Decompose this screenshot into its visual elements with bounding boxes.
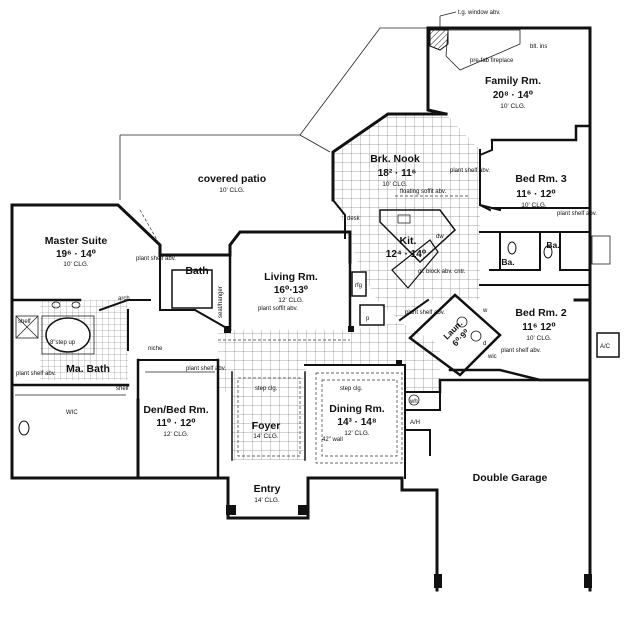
note-rfg: rfg bbox=[355, 283, 362, 289]
note-wh: wh bbox=[409, 399, 418, 405]
note-wic: WIC bbox=[66, 410, 78, 416]
note-plant-shelf-bed3: plant shelf abv. bbox=[557, 211, 597, 217]
note-blt-ins: blt. ins bbox=[530, 44, 547, 50]
note-p: p bbox=[366, 316, 370, 322]
tiled-floors bbox=[40, 114, 480, 460]
nook-name: Brk. Nook bbox=[370, 153, 420, 165]
note-plant-shelf-nook: plant shelf abv. bbox=[450, 168, 490, 174]
bed3-name: Bed Rm. 3 bbox=[515, 173, 567, 185]
tub bbox=[45, 317, 91, 353]
living-name: Living Rm. bbox=[264, 271, 318, 283]
ba2-name: Ba. bbox=[546, 240, 559, 250]
note-prefab-fireplace: pre-fab fireplace bbox=[470, 58, 514, 64]
note-floating-soffit: floating soffit abv. bbox=[400, 189, 446, 195]
entry-name: Entry bbox=[254, 483, 281, 495]
note-desk: desk bbox=[347, 216, 361, 222]
master-ceiling: 10' CLG. bbox=[63, 261, 89, 268]
patio-ceiling: 10' CLG. bbox=[219, 187, 245, 194]
note-plant-shelf-bed2: plant shelf abv. bbox=[501, 348, 541, 354]
bed3-dims: 11⁶ · 12⁰ bbox=[516, 189, 556, 200]
note-w: w bbox=[482, 308, 488, 314]
note-42-wall: 42" wall bbox=[322, 437, 343, 443]
bed2-name: Bed Rm. 2 bbox=[515, 307, 567, 319]
nook-kitchen-tile bbox=[333, 114, 480, 320]
nook-dims: 18² · 11⁶ bbox=[378, 168, 417, 179]
patio-name: covered patio bbox=[198, 173, 266, 185]
toilet bbox=[507, 241, 517, 255]
kit-name: Kit. bbox=[400, 235, 417, 247]
foyer-tile bbox=[232, 372, 305, 460]
note-step-up: 8"step up bbox=[50, 340, 76, 346]
fixtures bbox=[15, 29, 611, 436]
nook-ceiling: 10' CLG. bbox=[382, 181, 408, 188]
foyer-name: Foyer bbox=[252, 420, 281, 432]
living-ceiling: 12' CLG. bbox=[278, 297, 304, 304]
bed2-ceiling: 10' CLG. bbox=[526, 335, 552, 342]
note-plant-shelf-kit: plant shelf abv. bbox=[405, 310, 445, 316]
note-shelf-mabath: shelf bbox=[116, 386, 129, 392]
note-niche: niche bbox=[148, 346, 163, 352]
bath-name: Bath bbox=[185, 265, 208, 277]
dining-ceiling: 12' CLG. bbox=[344, 430, 370, 437]
toilet bbox=[543, 245, 553, 259]
note-plant-shelf-mabath: plant shelf abv. bbox=[16, 371, 56, 377]
living-dims: 16⁰·13⁰ bbox=[274, 285, 308, 296]
note-d: d bbox=[483, 341, 486, 347]
covered-patio bbox=[119, 27, 430, 200]
master-dims: 19⁶ · 14⁰ bbox=[56, 249, 96, 260]
ba1-name: Ba. bbox=[501, 257, 514, 267]
note-step-clg-foyer: step clg. bbox=[255, 386, 278, 392]
note-dw: dw bbox=[436, 234, 444, 240]
toilet bbox=[18, 420, 30, 436]
master-name: Master Suite bbox=[45, 235, 108, 247]
family-name: Family Rm. bbox=[485, 75, 541, 87]
gallery-tile bbox=[218, 322, 440, 392]
den-dims: 11⁰ · 12⁰ bbox=[156, 418, 195, 429]
dining-dims: 14³ · 14⁸ bbox=[337, 417, 376, 428]
note-plant-soffit: plant soffit abv. bbox=[258, 306, 298, 312]
exterior-walls bbox=[10, 26, 592, 592]
note-seat-hanger: seat/hanger bbox=[218, 286, 224, 318]
den-ceiling: 12' CLG. bbox=[163, 431, 189, 438]
note-step-clg-dining: step clg. bbox=[340, 386, 363, 392]
ma-bath-name: Ma. Bath bbox=[66, 363, 110, 375]
foyer-ceiling: 14' CLG. bbox=[253, 433, 279, 440]
note-wic-laun: wic bbox=[487, 354, 497, 360]
interior-walls bbox=[10, 124, 620, 480]
dining-name: Dining Rm. bbox=[329, 403, 384, 415]
den-name: Den/Bed Rm. bbox=[143, 404, 208, 416]
note-tg-window: t.g. window abv. bbox=[458, 10, 501, 16]
note-plant-shelf-master: plant shelf abv. bbox=[136, 256, 176, 262]
kit-dims: 12⁴ · 14⁰ bbox=[386, 249, 426, 260]
soffit-lines bbox=[139, 195, 470, 464]
family-ceiling: 10' CLG. bbox=[500, 103, 526, 110]
family-dims: 20⁸ · 14⁰ bbox=[493, 90, 533, 101]
bed3-ceiling: 10' CLG. bbox=[521, 202, 547, 209]
room-labels: Family Rm. 20⁸ · 14⁰ 10' CLG. Brk. Nook … bbox=[45, 75, 567, 504]
fireplace bbox=[429, 29, 449, 51]
note-shelf: shelf bbox=[18, 319, 31, 325]
bed2-dims: 11⁶ 12⁰ bbox=[522, 322, 555, 333]
note-gl-block: gl. block abv. cntr. bbox=[418, 269, 466, 275]
entry-ceiling: 14' CLG. bbox=[254, 497, 280, 504]
garage-name: Double Garage bbox=[473, 472, 548, 484]
note-plant-shelf-den: plant shelf abv. bbox=[186, 366, 226, 372]
annotations: t.g. window abv. blt. ins pre-fab firepl… bbox=[16, 10, 611, 443]
note-ac: A/C bbox=[600, 344, 611, 350]
posts bbox=[224, 326, 592, 588]
note-ah: A/H bbox=[410, 420, 420, 426]
note-arch: arch bbox=[118, 296, 130, 302]
